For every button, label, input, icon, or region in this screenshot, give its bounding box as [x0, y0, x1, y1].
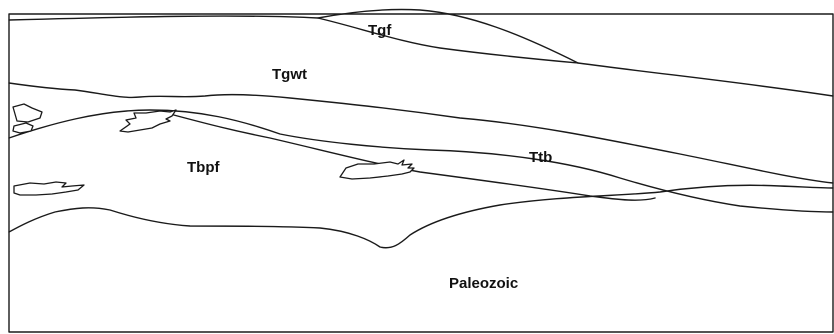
tgf-top-contact [318, 9, 578, 63]
section-frame [9, 14, 833, 332]
unit-label-tgf: Tgf [368, 22, 392, 39]
unit-label-tbpf: Tbpf [187, 159, 220, 176]
block-inclusion-lower [13, 123, 33, 133]
ttb-base-contact [170, 114, 655, 200]
unit-label-paleozoic: Paleozoic [449, 275, 518, 292]
block-inclusion-upper [13, 104, 42, 122]
unit-label-ttb: Ttb [529, 149, 552, 166]
unit-label-tgwt: Tgwt [272, 66, 307, 83]
paleozoic-top-contact [9, 185, 833, 248]
lens-upper-left [120, 110, 176, 132]
tgwt-base-contact [9, 83, 833, 183]
lens-left-edge [14, 182, 84, 195]
tgf-base-contact [9, 16, 833, 96]
